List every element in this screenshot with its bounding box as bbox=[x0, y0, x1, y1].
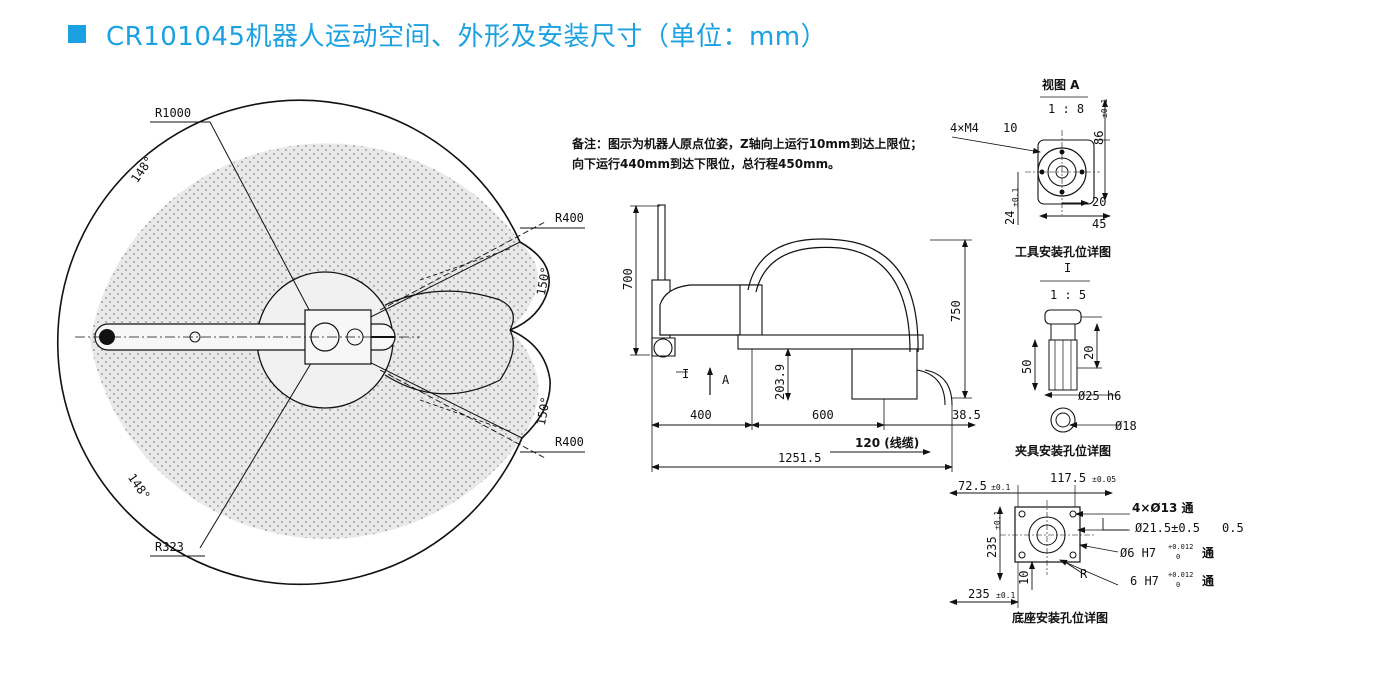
base-detail: 72.5 ±0.1 117.5 ±0.05 4×Ø13 通 Ø21.5±0.5 … bbox=[949, 471, 1244, 625]
dim-38-5: 38.5 bbox=[952, 408, 981, 422]
view-a-holes: 4×M4 bbox=[950, 121, 979, 135]
view-i-dia-18: Ø18 bbox=[1115, 419, 1137, 433]
label-angle-150-top: 150° bbox=[534, 266, 553, 297]
base-caption: 底座安装孔位详图 bbox=[1012, 610, 1108, 625]
label-angle-150-bottom: 150° bbox=[534, 396, 553, 427]
base-slot-tol-top: +0.012 bbox=[1168, 571, 1193, 579]
base-slot: 6 H7 bbox=[1130, 574, 1159, 588]
side-view: 700 750 203.9 400 600 38.5 120 (线缆) 1251… bbox=[621, 204, 981, 472]
dim-400: 400 bbox=[690, 408, 712, 422]
workspace-boundary bbox=[56, 99, 523, 586]
base-label-r: R bbox=[1080, 567, 1088, 581]
view-a-dim-45: 45 bbox=[1092, 217, 1106, 231]
base-cb-depth: 0.5 bbox=[1222, 521, 1244, 535]
view-a-depth: 10 bbox=[1003, 121, 1017, 135]
dim-700: 700 bbox=[621, 268, 635, 290]
label-angle-148-bottom: 148° bbox=[125, 471, 153, 503]
note-line-2: 向下运行440mm到达下限位，总行程450mm。 bbox=[572, 156, 840, 171]
note-line-1: 备注：图示为机器人原点位姿，Z轴向上运行10mm到达上限位； bbox=[571, 136, 922, 151]
view-a-dim-20: 20 bbox=[1092, 195, 1106, 209]
base-dim-117-5: 117.5 bbox=[1050, 471, 1086, 485]
label-detail-i: I bbox=[682, 367, 689, 381]
base-tol-117-5: ±0.05 bbox=[1092, 475, 1116, 484]
base-slot-through: 通 bbox=[1202, 573, 1214, 588]
workspace-diagram: R1000 R400 R400 R323 148° 148° 150° 150° bbox=[56, 99, 585, 586]
base-dim-10: 10 bbox=[1017, 571, 1031, 585]
title-square-icon bbox=[68, 25, 86, 43]
base-tol-72-5: ±0.1 bbox=[991, 483, 1010, 492]
base-counterbore: Ø21.5±0.5 bbox=[1135, 521, 1200, 535]
view-i-caption: 夹具安装孔位详图 bbox=[1015, 443, 1111, 458]
dim-120-cable: 120 (线缆) bbox=[855, 435, 919, 450]
view-i-detail: I 1 : 5 50 20 Ø25 h6 Ø18 夹具安装孔位详图 bbox=[1015, 261, 1137, 458]
view-i-dia-25: Ø25 h6 bbox=[1078, 389, 1121, 403]
page-header: CR101045机器人运动空间、外形及安装尺寸（单位：mm） bbox=[68, 18, 828, 52]
base-pin-through: 通 bbox=[1202, 545, 1214, 560]
note-block: 备注：图示为机器人原点位姿，Z轴向上运行10mm到达上限位； 向下运行440mm… bbox=[571, 136, 922, 171]
view-a-tol-86: ±0.1 bbox=[1100, 99, 1109, 118]
label-view-a: A bbox=[722, 373, 730, 387]
label-r1000: R1000 bbox=[155, 106, 191, 120]
base-dim-235-v: 235 bbox=[985, 536, 999, 558]
dim-750: 750 bbox=[949, 300, 963, 322]
view-a-caption: 工具安装孔位详图 bbox=[1015, 244, 1111, 259]
inner-lobe bbox=[384, 290, 514, 395]
base-pin-tol-top: +0.012 bbox=[1168, 543, 1193, 551]
view-a-scale: 1 : 8 bbox=[1048, 102, 1084, 116]
dim-600: 600 bbox=[812, 408, 834, 422]
view-a-title: 视图 A bbox=[1042, 77, 1080, 92]
workspace-right-lobe-top bbox=[509, 241, 550, 331]
base-dim-235-h: 235 bbox=[968, 587, 990, 601]
dim-1251-5: 1251.5 bbox=[778, 451, 821, 465]
view-i-scale: 1 : 5 bbox=[1050, 288, 1086, 302]
dim-203-9: 203.9 bbox=[773, 364, 787, 400]
base-slot-tol-bottom: 0 bbox=[1176, 581, 1180, 589]
base-holes-13: 4×Ø13 通 bbox=[1132, 500, 1193, 515]
view-a-detail: 视图 A 1 : 8 4×M4 10 86 ±0.1 24 ±0.1 20 45… bbox=[950, 77, 1111, 259]
label-angle-148-top: 148° bbox=[128, 154, 156, 186]
side-cable-arch bbox=[747, 238, 919, 353]
base-tol-235-h: ±0.1 bbox=[996, 591, 1015, 600]
view-i-dim-50: 50 bbox=[1020, 360, 1034, 374]
page-title: CR101045机器人运动空间、外形及安装尺寸（单位：mm） bbox=[106, 21, 828, 52]
view-i-label: I bbox=[1064, 261, 1071, 275]
view-a-dim-24: 24 bbox=[1003, 211, 1017, 225]
label-r400-top: R400 bbox=[555, 211, 584, 225]
label-r323: R323 bbox=[155, 540, 184, 554]
view-a-dim-86: 86 bbox=[1092, 131, 1106, 145]
base-pin-tol-bottom: 0 bbox=[1176, 553, 1180, 561]
base-pin-hole: Ø6 H7 bbox=[1120, 546, 1156, 560]
view-a-tol-24: ±0.1 bbox=[1011, 188, 1020, 207]
label-r400-bottom: R400 bbox=[555, 435, 584, 449]
base-tol-235-v: ±0.1 bbox=[993, 511, 1002, 530]
view-i-dim-20: 20 bbox=[1082, 346, 1096, 360]
workspace-right-lobe-bottom bbox=[509, 329, 551, 439]
base-dim-72-5: 72.5 bbox=[958, 479, 987, 493]
